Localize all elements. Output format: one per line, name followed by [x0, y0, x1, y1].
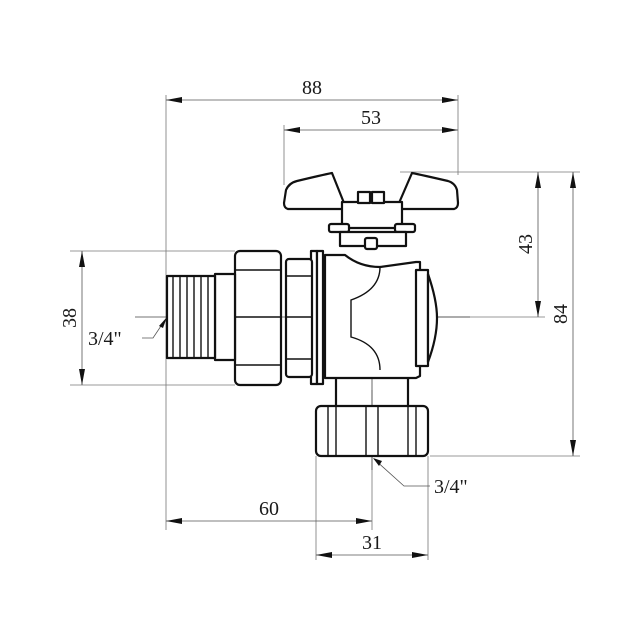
dimension-60: 60 — [166, 498, 372, 524]
dimension-88-label: 88 — [302, 77, 322, 99]
dimension-53-label: 53 — [361, 107, 381, 129]
dimension-53: 53 — [284, 107, 458, 133]
dimension-43-label: 43 — [515, 234, 537, 254]
thread-callout-inlet: 3/4" — [88, 317, 167, 350]
thread-callout-outlet: 3/4" — [373, 458, 468, 498]
dimension-31: 31 — [316, 532, 428, 558]
dimension-38-label: 38 — [59, 308, 81, 328]
threaded-inlet — [165, 272, 237, 362]
union-nut — [233, 249, 314, 387]
thread-label-outlet: 3/4" — [434, 476, 468, 498]
thread-label-inlet: 3/4" — [88, 328, 122, 350]
dimension-60-label: 60 — [259, 498, 279, 520]
outlet-nut — [314, 378, 430, 458]
dimension-38: 38 — [59, 251, 85, 385]
dimension-84-label: 84 — [550, 304, 572, 324]
dimension-31-label: 31 — [362, 532, 382, 554]
valve-body — [309, 249, 439, 386]
dimension-84: 84 — [550, 172, 576, 456]
dimension-88: 88 — [166, 77, 458, 103]
butterfly-handle — [282, 171, 460, 251]
dimension-43: 43 — [515, 172, 541, 317]
